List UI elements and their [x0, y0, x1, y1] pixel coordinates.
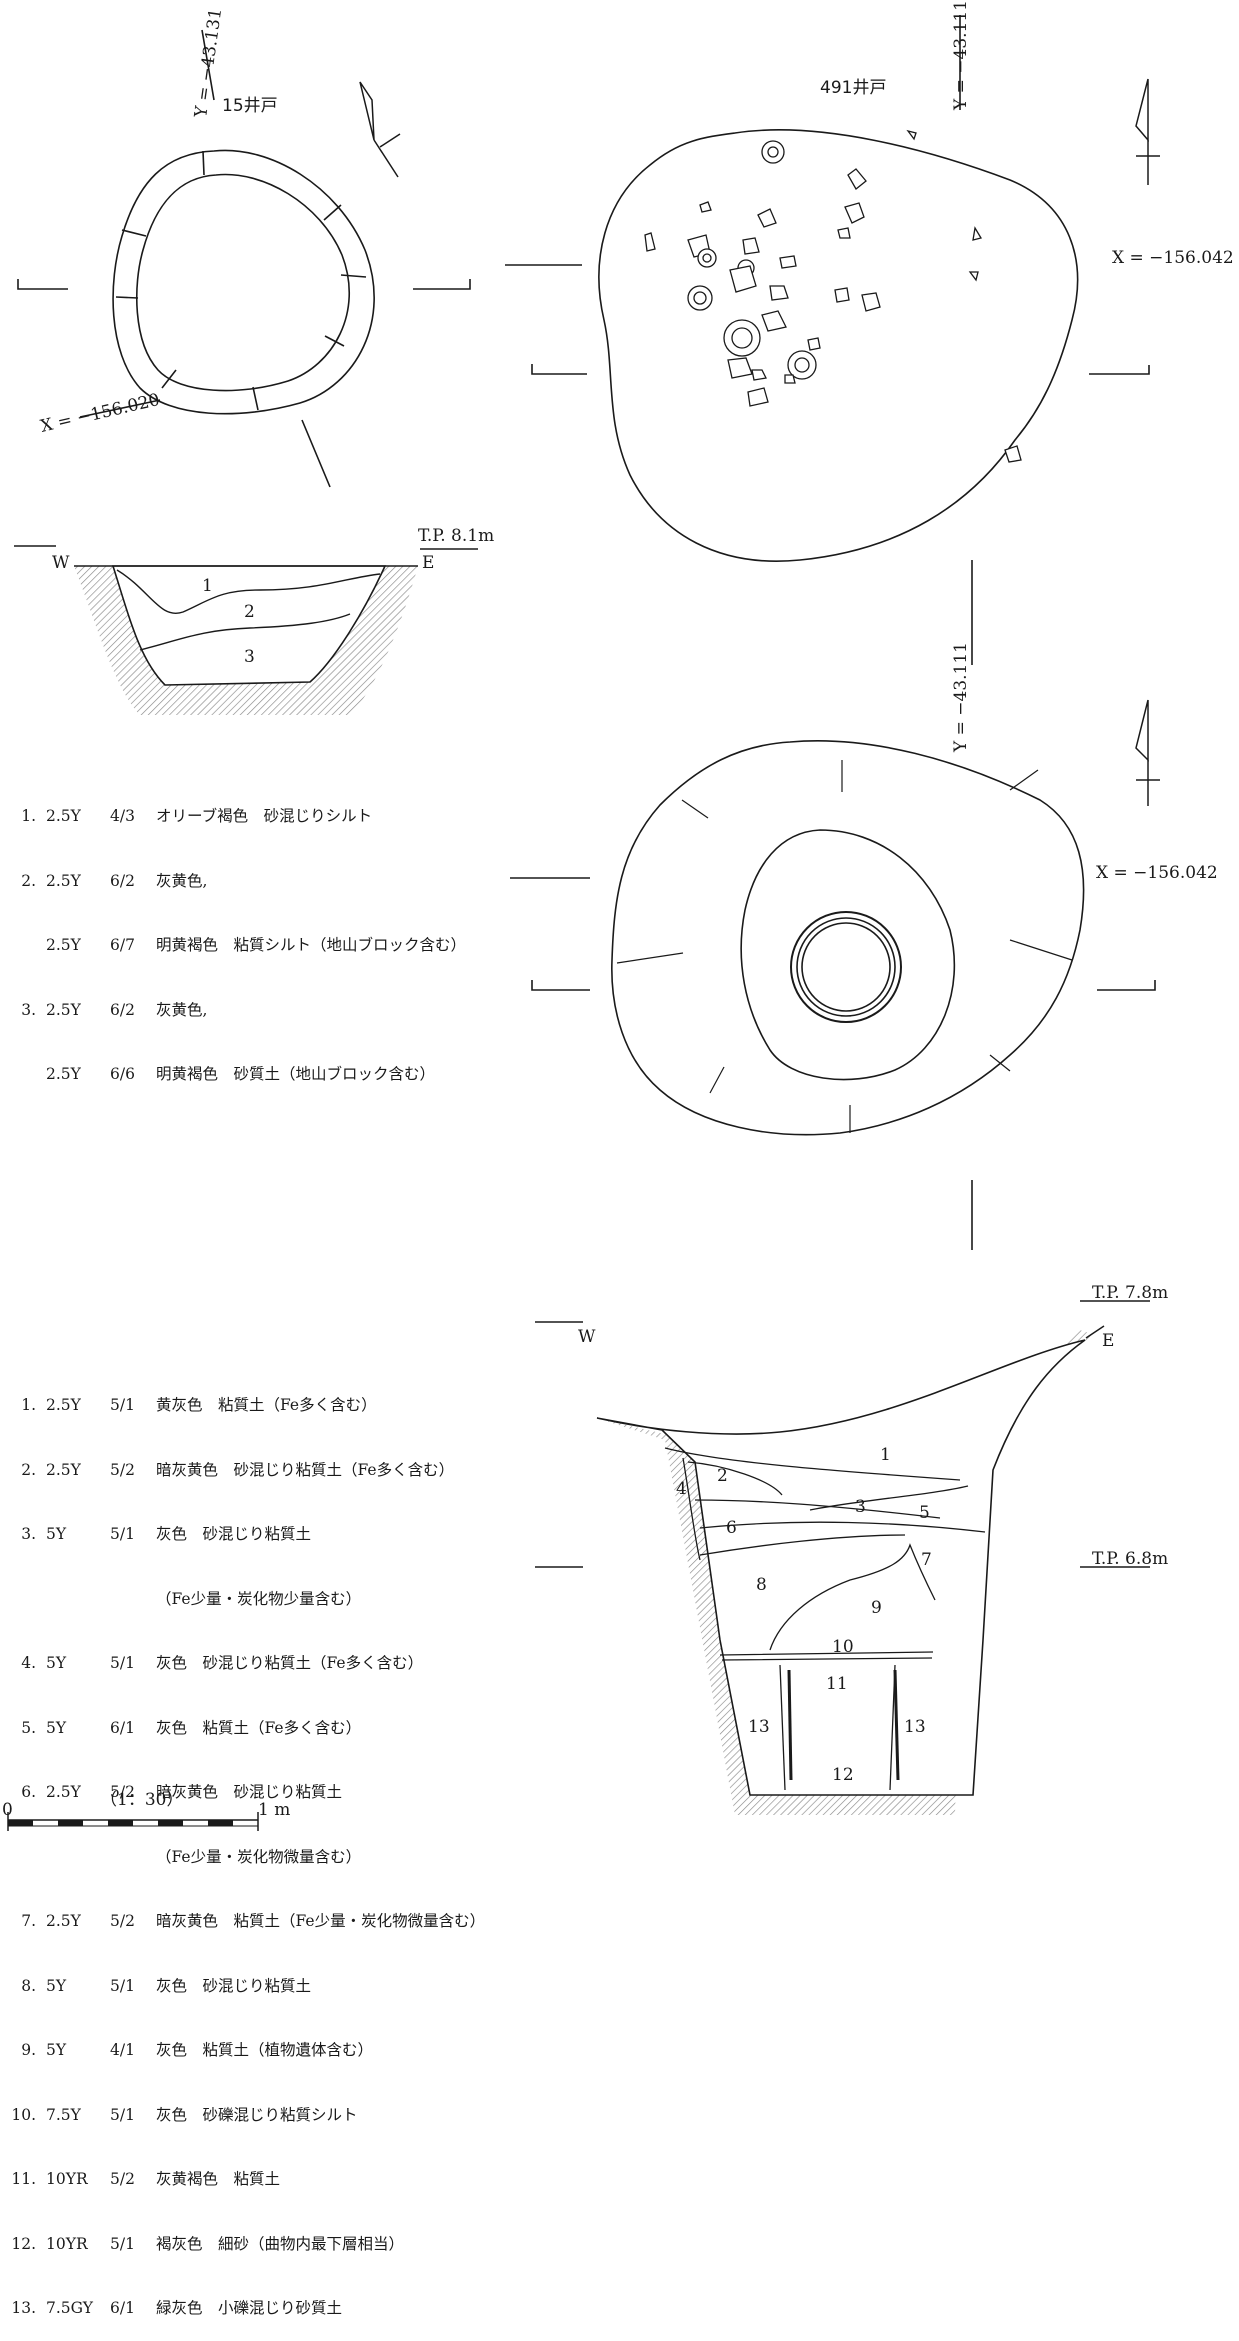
well491-section: 1 2 3 4 5 6 7 8 9 10 11 12 13 13 W E T.P…	[535, 1283, 1168, 1815]
legend-row: （Fe少量・炭化物微量含む）	[156, 1847, 362, 1866]
well491-layer-6: 6	[726, 1518, 737, 1538]
legend-row: （Fe少量・炭化物少量含む）	[156, 1589, 362, 1608]
well491-east-label: E	[1102, 1331, 1114, 1351]
well15-title: 15井戸	[222, 96, 278, 116]
north-arrow-2	[1135, 78, 1160, 185]
well491-title: 491井戸	[820, 78, 886, 98]
scale-zero: 0	[2, 1800, 13, 1820]
drawing-svg: 15井戸 Y = −43.131 X = −156.020 1 2 3 W E …	[2, 0, 1234, 1831]
well15-x-coord: X = −156.020	[39, 390, 162, 437]
well491-layer-9: 9	[871, 1598, 882, 1618]
well15-section-level: T.P. 8.1m	[418, 526, 494, 546]
well491-layer-13b: 13	[904, 1717, 926, 1737]
well15-y-coord: Y = −43.131	[191, 7, 226, 120]
scale-one-m: 1 m	[258, 1800, 290, 1820]
well491-section-level-top: T.P. 7.8m	[1092, 1283, 1168, 1303]
north-arrow-1	[359, 81, 401, 178]
scale-bar: 0 （1：30） 1 m	[2, 1790, 290, 1831]
well491-y-coord-top: Y = −43.111	[951, 0, 971, 111]
well15-layer-2: 2	[244, 602, 255, 622]
well491-section-level-mid: T.P. 6.8m	[1092, 1549, 1168, 1569]
well491-layer-12: 12	[832, 1765, 854, 1785]
well491-layer-8: 8	[756, 1575, 767, 1595]
well491-layer-11: 11	[826, 1674, 848, 1694]
scale-ratio: （1：30）	[100, 1790, 183, 1810]
well15-section: 1 2 3 W E T.P. 8.1m	[14, 526, 494, 715]
artifact-fragments	[644, 129, 1022, 463]
well491-layer-13a: 13	[748, 1717, 770, 1737]
well491-x-coord-mid: X = −156.042	[1096, 863, 1218, 883]
well15-west-label: W	[52, 553, 70, 573]
well15-plan	[17, 29, 471, 488]
well491-plan-top	[505, 15, 1150, 562]
well491-layer-7: 7	[921, 1550, 932, 1570]
well491-west-label: W	[578, 1327, 596, 1347]
well491-layer-2: 2	[717, 1466, 728, 1486]
well491-y-coord-mid: Y = −43.111	[951, 642, 971, 753]
well15-layer-1: 1	[202, 576, 213, 596]
well491-layer-4: 4	[676, 1479, 687, 1499]
well491-layer-1: 1	[880, 1445, 891, 1465]
well491-layer-10: 10	[832, 1637, 854, 1657]
well491-x-coord-top: X = −156.042	[1112, 248, 1234, 268]
well491-layer-3: 3	[855, 1497, 866, 1517]
well15-east-label: E	[422, 553, 434, 573]
well15-layer-3: 3	[244, 647, 255, 667]
well491-plan-mid	[510, 560, 1156, 1250]
north-arrow-3	[1135, 699, 1160, 806]
well491-layer-5: 5	[919, 1503, 930, 1523]
